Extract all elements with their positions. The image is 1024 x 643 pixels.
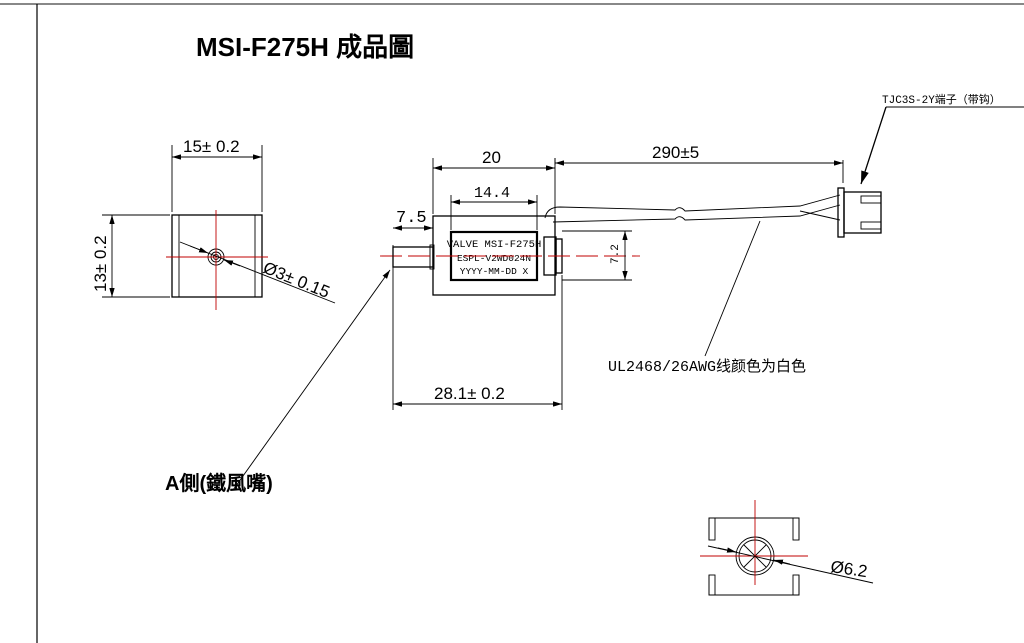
label-line: VALVE MSI-F275H xyxy=(447,239,542,251)
end-width-dim: 15± 0.2 xyxy=(183,137,240,156)
connector: TJC3S-2Y端子（带钩） xyxy=(837,92,1024,238)
rear-view: Ø6.2 xyxy=(700,500,874,596)
nozzle-length-dim: 7.5 xyxy=(396,209,427,228)
side-a-note: A側(鐵風嘴) xyxy=(165,471,273,495)
drawing-title: MSI-F275H 成品圖 xyxy=(196,32,414,62)
cable-length-dim: 290±5 xyxy=(652,143,699,162)
wire xyxy=(552,204,841,223)
label-line: YYYY-MM-DD X xyxy=(460,266,529,277)
wire-leader xyxy=(704,220,761,357)
connector-note: TJC3S-2Y端子（带钩） xyxy=(882,92,1001,107)
body-length-dim: 20 xyxy=(482,148,501,167)
label-line: ESPL-V2WD024N xyxy=(457,253,531,264)
rear-diameter-dim: Ø6.2 xyxy=(829,557,868,581)
side-a-leader xyxy=(232,269,391,491)
label-length-dim: 14.4 xyxy=(474,185,510,202)
end-view: 15± 0.2 13± 0.2 Ø3± 0.15 xyxy=(91,137,336,310)
port-diameter-dim: Ø3± 0.15 xyxy=(261,258,333,302)
wire-note: UL2468/26AWG线颜色为白色 xyxy=(608,358,806,376)
end-height-dim: 13± 0.2 xyxy=(91,235,110,292)
side-view: VALVE MSI-F275H ESPL-V2WD024N YYYY-MM-DD… xyxy=(380,143,844,410)
overall-length-dim: 28.1± 0.2 xyxy=(434,384,505,403)
height-dim: 7.2 xyxy=(610,244,622,264)
wire xyxy=(544,194,841,219)
